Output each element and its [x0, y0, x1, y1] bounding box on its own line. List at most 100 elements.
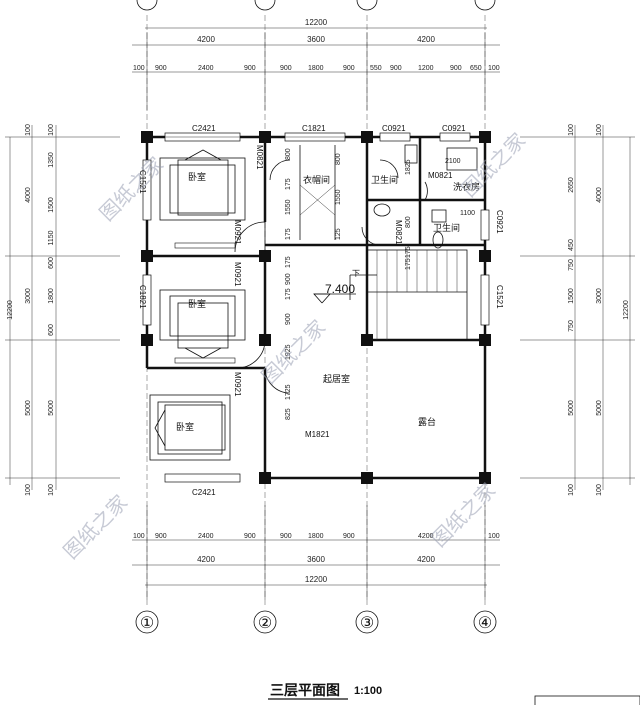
dim-td-3: 900: [244, 65, 256, 72]
window-labels: C2421 C1821 C0921 C0921 C1521 C1821 C092…: [138, 124, 504, 497]
window-label-right-lower: C1521: [495, 285, 504, 309]
room-bath-2: 卫生间: [433, 222, 460, 234]
watermark-4: 图纸之家: [59, 490, 133, 564]
dim-bd-3: 900: [244, 533, 256, 540]
dim-lo-3: 5000: [25, 400, 32, 416]
dim-ri-4: 1500: [568, 288, 575, 304]
right-dimensions: 12200 100 4000 3000 5000 100 100 2650 45…: [520, 124, 635, 496]
dim-bd-5: 1800: [308, 533, 324, 540]
stair-down-label: 下: [352, 269, 360, 278]
dim-td-0: 100: [133, 65, 145, 72]
room-bath-1: 卫生间: [371, 174, 398, 186]
dim-li-8: 100: [48, 484, 55, 496]
room-labels: 卧室 卧室 卧室 衣帽间 卫生间 卫生间 洗衣房 起居室 露台: [176, 171, 480, 433]
door-labels: M0821 M0921 M0921 M0921 M0821 M0821 M182…: [233, 145, 453, 439]
dim-li-1: 1350: [48, 152, 55, 168]
dim-int-13: 825: [285, 408, 292, 420]
room-bedroom-3: 卧室: [176, 421, 194, 433]
axis-bubbles-bottom: ① ② ③ ④: [135, 610, 497, 634]
drawing-title: 三层平面图: [270, 683, 340, 699]
room-terrace: 露台: [418, 416, 436, 428]
dim-ro-1: 4000: [596, 187, 603, 203]
top-detail-dims: 100 900 2400 900 900 1800 900 550 900 12…: [133, 65, 500, 72]
window-label-left-side: C1521: [138, 170, 147, 194]
dim-bd-2: 2400: [198, 533, 214, 540]
room-bedroom-2: 卧室: [188, 298, 206, 310]
dim-ro-4: 100: [596, 484, 603, 496]
dim-int-10: 900: [285, 313, 292, 325]
window-label-left-mid: C1821: [138, 285, 147, 309]
window-label-bottom: C2421: [192, 488, 216, 497]
dim-li-3: 1150: [48, 230, 55, 245]
columns: [141, 131, 491, 484]
dim-int-4: 800: [335, 153, 342, 165]
dim-li-4: 600: [48, 257, 55, 269]
dim-int-1: 175: [285, 178, 292, 190]
dim-td-6: 900: [343, 65, 355, 72]
dim-lo-1: 4000: [25, 187, 32, 203]
dim-bottom-seg-2: 3600: [307, 555, 325, 564]
bath-fixtures: [373, 144, 478, 249]
axis-label-2: ②: [258, 615, 272, 632]
dim-li-7: 5000: [48, 400, 55, 416]
dim-bd-7: 4200: [418, 533, 434, 540]
dim-int-5: 1550: [335, 189, 342, 205]
dim-int-12: 1725: [285, 384, 292, 400]
dim-bd-0: 100: [133, 533, 145, 540]
axis-bubbles-top: [136, 0, 496, 11]
window-label-top-c3: C0921: [382, 124, 406, 133]
dim-int-11: 1925: [285, 344, 292, 360]
door-label-laundry: M0821: [428, 171, 453, 180]
bed-1: [159, 149, 246, 221]
door-label-bath2: M0821: [394, 220, 403, 245]
top-dimensions: 12200 4200 3600 4200 100 900 2400 900 90…: [132, 18, 500, 110]
bottom-dimensions: 100 900 2400 900 900 1800 900 4200 100 4…: [132, 505, 500, 600]
dim-td-8: 900: [390, 65, 402, 72]
dim-top-seg-1: 4200: [197, 35, 215, 44]
dim-ri-6: 5000: [568, 400, 575, 416]
dim-int-16: 1825: [405, 159, 412, 175]
dim-ri-3: 750: [568, 259, 575, 271]
dim-int-7: 175: [285, 256, 292, 268]
door-label-bedroom2: M0921: [233, 262, 242, 287]
dim-li-0: 100: [48, 124, 55, 136]
dim-total-top: 12200: [305, 18, 328, 27]
dim-td-4: 900: [280, 65, 292, 72]
axis-grid: [146, 15, 486, 605]
dim-bottom-seg-1: 4200: [197, 555, 215, 564]
dim-int-3: 175: [285, 228, 292, 240]
dim-total-bottom: 12200: [305, 575, 328, 584]
watermark-5: 图纸之家: [427, 478, 501, 552]
dim-ri-5: 750: [568, 320, 575, 332]
dim-li-5: 1800: [48, 288, 55, 304]
door-label-terrace: M1821: [305, 430, 330, 439]
dim-int-9: 175: [285, 288, 292, 300]
dim-ri-7: 100: [568, 484, 575, 496]
dim-bd-4: 900: [280, 533, 292, 540]
room-laundry: 洗衣房: [453, 181, 480, 193]
dim-bd-8: 100: [488, 533, 500, 540]
dim-bd-6: 900: [343, 533, 355, 540]
dim-int-8: 900: [285, 273, 292, 285]
dim-lo-4: 100: [25, 484, 32, 496]
dim-lo-0: 100: [25, 124, 32, 136]
dim-td-12: 100: [488, 65, 500, 72]
dim-td-11: 650: [470, 65, 482, 72]
dim-int-15: 1100: [460, 210, 475, 217]
dim-td-1: 900: [155, 65, 167, 72]
bed-2: [159, 289, 246, 359]
window-label-top-right: C0921: [442, 124, 466, 133]
dim-int-17: 175: [405, 246, 412, 258]
watermarks: 图纸之家 图纸之家 图纸之家 图纸之家 图纸之家: [59, 128, 531, 564]
dim-top-seg-2: 3600: [307, 35, 325, 44]
dim-bottom-seg-3: 4200: [417, 555, 435, 564]
interior-dims: 800 175 1550 175 800 1550 125 175 900 17…: [285, 148, 475, 420]
dim-td-2: 2400: [198, 65, 214, 72]
axis-label-4: ④: [478, 615, 492, 632]
elevation-label: 7.400: [325, 282, 355, 296]
door-label-bedroom1: M0921: [233, 220, 242, 245]
dim-top-seg-3: 4200: [417, 35, 435, 44]
dim-right-total: 12200: [623, 300, 630, 320]
window-label-right-upper: C0921: [495, 210, 504, 234]
